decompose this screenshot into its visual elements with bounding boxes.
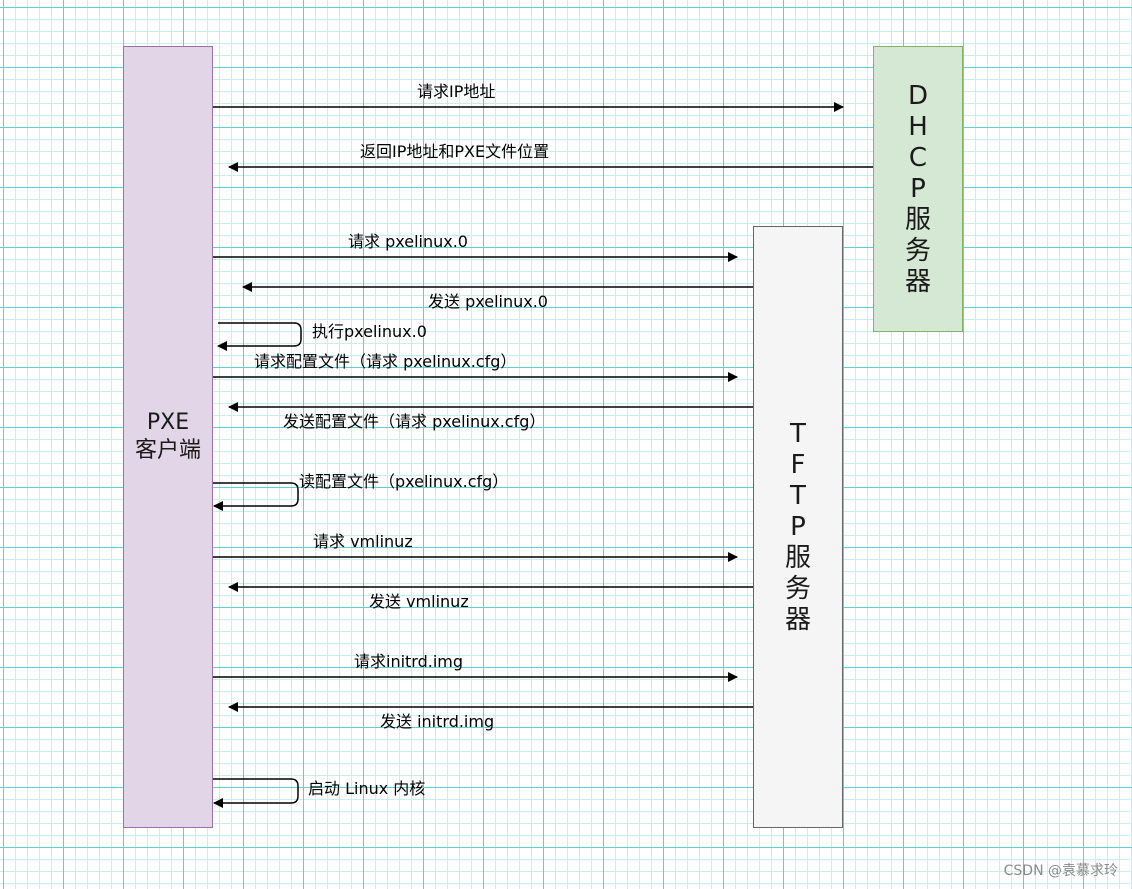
label-char: D — [907, 80, 928, 111]
message-label: 发送 vmlinuz — [369, 592, 469, 611]
message-label: 返回IP地址和PXE文件位置 — [360, 142, 550, 161]
message-label: 执行pxelinux.0 — [312, 322, 427, 341]
message-label: 发送配置文件（请求 pxelinux.cfg） — [283, 412, 546, 431]
watermark: CSDN @袁慕求玲 — [1003, 863, 1118, 879]
message-label: 请求配置文件（请求 pxelinux.cfg） — [254, 352, 517, 371]
label-char: T — [790, 480, 806, 511]
message-label: 发送 pxelinux.0 — [428, 292, 548, 311]
message-label: 读配置文件（pxelinux.cfg） — [299, 472, 509, 491]
label-char: 器 — [784, 604, 811, 635]
message-label: 请求initrd.img — [354, 652, 464, 671]
message-arrow-4 — [217, 322, 302, 351]
label-char: 器 — [904, 266, 931, 297]
pxe-client-label: PXE 客户端 — [134, 410, 201, 463]
label-char: 服 — [904, 204, 931, 235]
message-arrow-7 — [213, 482, 299, 511]
message-label: 请求 vmlinuz — [313, 532, 413, 551]
label-char: F — [790, 449, 806, 480]
label-char: T — [790, 418, 806, 449]
message-label: 请求IP地址 — [417, 82, 496, 101]
message-arrow-12 — [213, 778, 299, 808]
label-char: 务 — [784, 573, 811, 604]
label-char: C — [908, 142, 928, 173]
message-label: 请求 pxelinux.0 — [348, 232, 468, 251]
message-label: 启动 Linux 内核 — [308, 779, 426, 798]
label-char: 服 — [784, 542, 811, 573]
message-label: 发送 initrd.img — [380, 712, 495, 731]
pxe-client-box: PXE 客户端 — [123, 46, 213, 828]
label-char: P — [790, 511, 806, 542]
label-char: 务 — [904, 235, 931, 266]
label-char: P — [910, 173, 926, 204]
label-char: H — [908, 111, 928, 142]
